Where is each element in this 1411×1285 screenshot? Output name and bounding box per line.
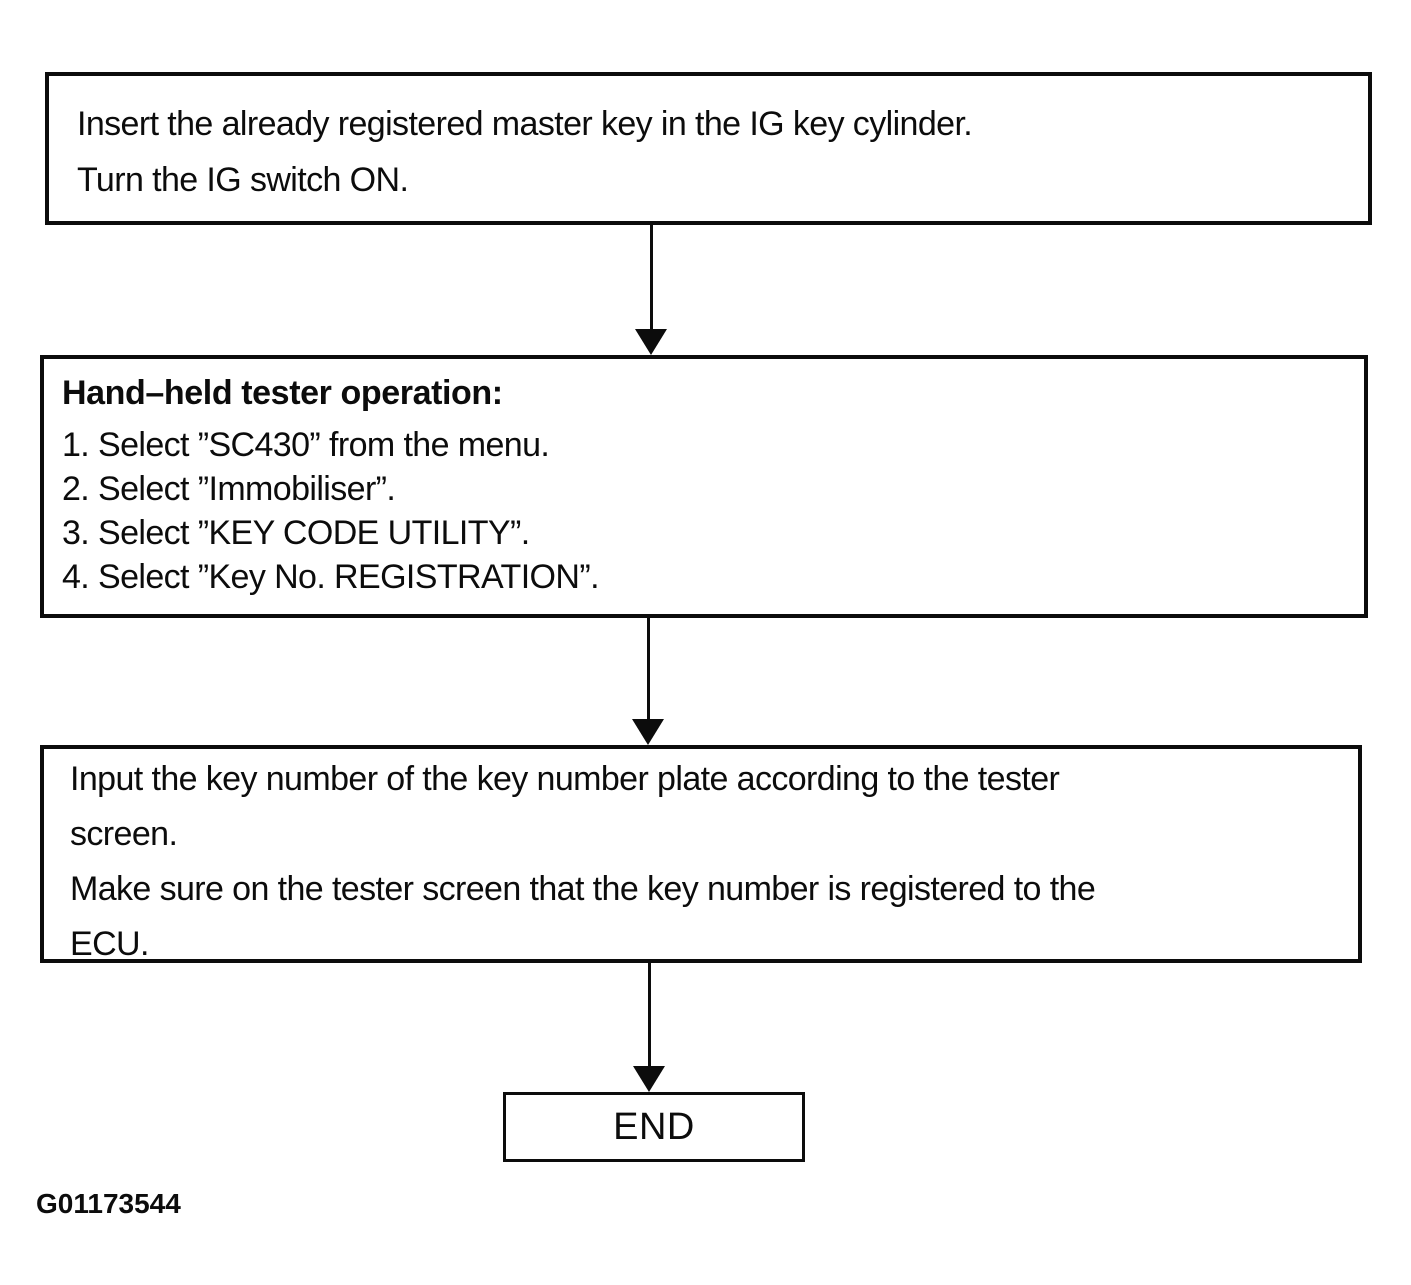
tester-menu-step: 1. Select ”SC430” from the menu.	[62, 426, 550, 464]
arrow-shaft	[649, 225, 653, 330]
process-box-insert-master-key: Insert the already registered master key…	[45, 72, 1372, 225]
process-text-line: Insert the already registered master key…	[77, 105, 973, 143]
arrow-down-icon	[633, 1066, 665, 1092]
tester-menu-steps: 1. Select ”SC430” from the menu. 2. Sele…	[62, 423, 1348, 599]
end-label: END	[613, 1105, 695, 1148]
process-text-line: Input the key number of the key number p…	[70, 760, 1060, 798]
arrow-shaft	[647, 963, 651, 1067]
flow-arrow-2	[632, 618, 664, 745]
flow-arrow-3	[633, 963, 665, 1092]
process-text-line: Turn the IG switch ON.	[77, 161, 409, 199]
arrow-down-icon	[635, 329, 667, 355]
arrow-down-icon	[632, 719, 664, 745]
process-box-tester-operation: Hand–held tester operation: 1. Select ”S…	[40, 355, 1368, 618]
flow-arrow-1	[635, 225, 667, 355]
tester-menu-step: 3. Select ”KEY CODE UTILITY”.	[62, 514, 530, 552]
process-text-line: Make sure on the tester screen that the …	[70, 870, 1096, 908]
tester-menu-step: 2. Select ”Immobiliser”.	[62, 470, 396, 508]
figure-id: G01173544	[36, 1188, 181, 1219]
process-box-input-key-number: Input the key number of the key number p…	[40, 745, 1362, 963]
end-terminator-box: END	[503, 1092, 805, 1162]
process-text-line: screen.	[70, 815, 178, 853]
process-text-line: ECU.	[70, 925, 149, 963]
tester-menu-step: 4. Select ”Key No. REGISTRATION”.	[62, 558, 600, 596]
box-heading: Hand–held tester operation:	[62, 374, 503, 412]
arrow-shaft	[646, 618, 650, 720]
